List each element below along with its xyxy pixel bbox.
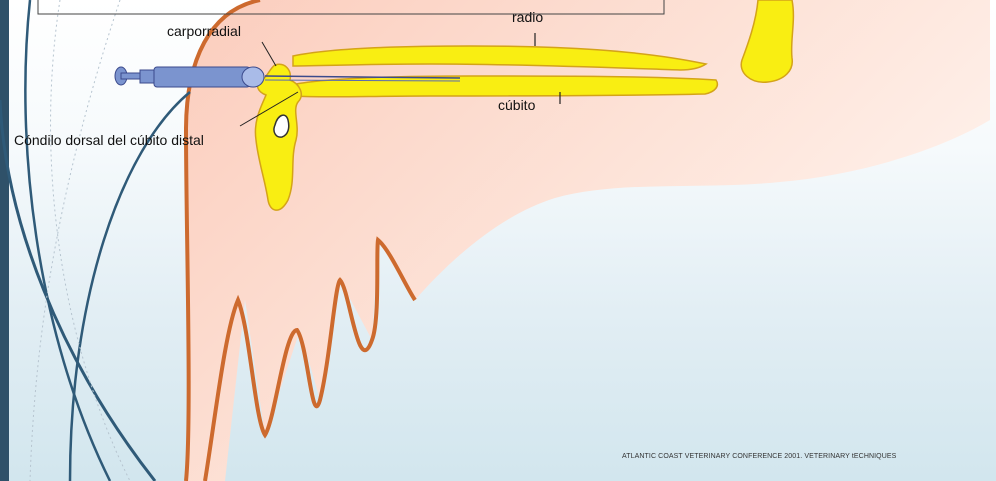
label-cubito: cúbito <box>498 97 535 113</box>
syringe <box>115 67 264 87</box>
label-carporradial: carporradial <box>167 23 241 39</box>
left-sidebar-bar <box>0 0 9 481</box>
label-condilo: Cóndilo dorsal del cúbito distal <box>14 132 204 148</box>
source-credit: ATLANTIC COAST VETERINARY CONFERENCE 200… <box>622 453 896 460</box>
limb-silhouette <box>186 0 990 481</box>
label-radio: radio <box>512 9 543 25</box>
ulna-bone <box>296 76 717 97</box>
